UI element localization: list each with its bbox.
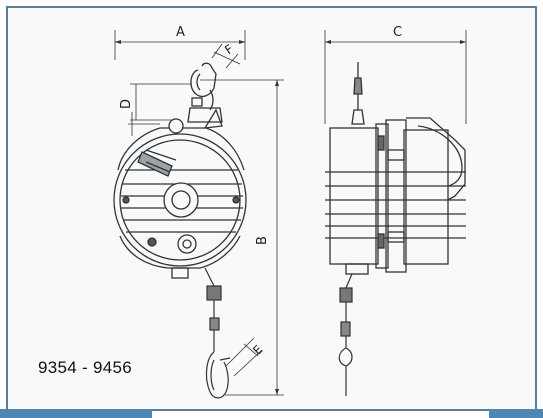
front-housing: [113, 108, 247, 279]
side-view: C: [324, 25, 467, 396]
dimension-e: E: [225, 337, 265, 377]
dimension-d-label: D: [119, 99, 134, 109]
dimension-e-top: [128, 112, 160, 136]
side-top-hook: [351, 62, 365, 125]
dimension-a: A: [114, 25, 246, 60]
front-cable-hook: [204, 267, 231, 399]
dimension-b: B: [200, 79, 284, 396]
front-view: A F D: [113, 25, 284, 399]
dimension-f-label: F: [222, 42, 236, 57]
dimension-b-label: B: [255, 236, 270, 245]
dimension-f: F: [211, 42, 241, 69]
front-top-hook: [187, 62, 223, 123]
dimension-e-label: E: [250, 343, 265, 358]
dimension-c: C: [324, 25, 467, 124]
dimension-a-label: A: [176, 25, 185, 40]
side-cable-hook: [338, 273, 353, 396]
dimension-c-label: C: [393, 25, 402, 40]
model-range-caption: 9354 - 9456: [38, 358, 133, 377]
bottom-accent-left: [0, 409, 152, 418]
side-housing: [325, 117, 466, 275]
bottom-accent-right: [489, 409, 543, 418]
dimension-d: D: [119, 83, 192, 121]
